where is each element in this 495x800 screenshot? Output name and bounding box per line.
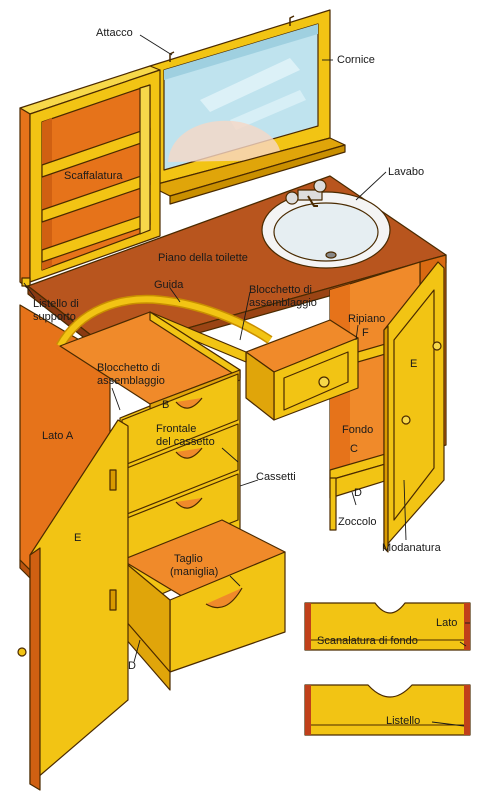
label-listello-supporto-line2: supporto (33, 311, 76, 323)
label-listello: Listello (386, 715, 421, 727)
label-lavabo: Lavabo (388, 166, 425, 178)
label-cassetti: Cassetti (256, 471, 296, 483)
label-blocchetto-left-line1: Blocchetto di (97, 362, 160, 374)
label-letter-b: B (162, 399, 170, 411)
leader-lines (23, 34, 470, 727)
label-letter-f: F (362, 327, 369, 339)
label-letter-d-bottom: D (128, 660, 136, 672)
label-blocchetto-top-line1: Blocchetto di (249, 284, 312, 296)
label-cornice: Cornice (337, 54, 375, 66)
label-ripiano: Ripiano (348, 313, 386, 325)
label-frontale-line1: Frontale (156, 423, 197, 435)
label-taglio-line2: (maniglia) (170, 566, 219, 578)
label-piano-toilette: Piano della toilette (158, 252, 248, 264)
label-zoccolo: Zoccolo (338, 516, 377, 528)
label-lato-a: Lato A (42, 430, 74, 442)
label-blocchetto-top-line2: assemblaggio (249, 297, 317, 309)
label-letter-d-right: D (354, 487, 362, 499)
label-frontale-line2: del cassetto (156, 436, 215, 448)
label-fondo: Fondo (342, 424, 374, 436)
shelving-unit (19, 65, 161, 291)
mirror-frame (149, 9, 346, 205)
detail-drawer-strip (304, 684, 471, 736)
label-attacco: Attacco (96, 27, 133, 39)
label-modanatura: Modanatura (382, 542, 441, 554)
label-letter-e-left: E (74, 532, 82, 544)
label-letter-e-right: E (410, 358, 418, 370)
top-drawer (245, 319, 359, 421)
label-scaffalatura: Scaffalatura (64, 170, 123, 182)
label-letter-c: C (350, 443, 358, 455)
label-listello-supporto-line1: Listello di (33, 298, 79, 310)
basin (261, 179, 391, 269)
label-lato: Lato (436, 617, 458, 629)
label-guida: Guida (154, 279, 184, 291)
label-scanalatura-fondo: Scanalatura di fondo (317, 635, 418, 647)
right-door (383, 261, 445, 553)
left-door (17, 419, 129, 791)
label-blocchetto-left-line2: assemblaggio (97, 375, 165, 387)
detail-drawer-groove (304, 602, 471, 651)
label-taglio-line1: Taglio (174, 553, 203, 565)
